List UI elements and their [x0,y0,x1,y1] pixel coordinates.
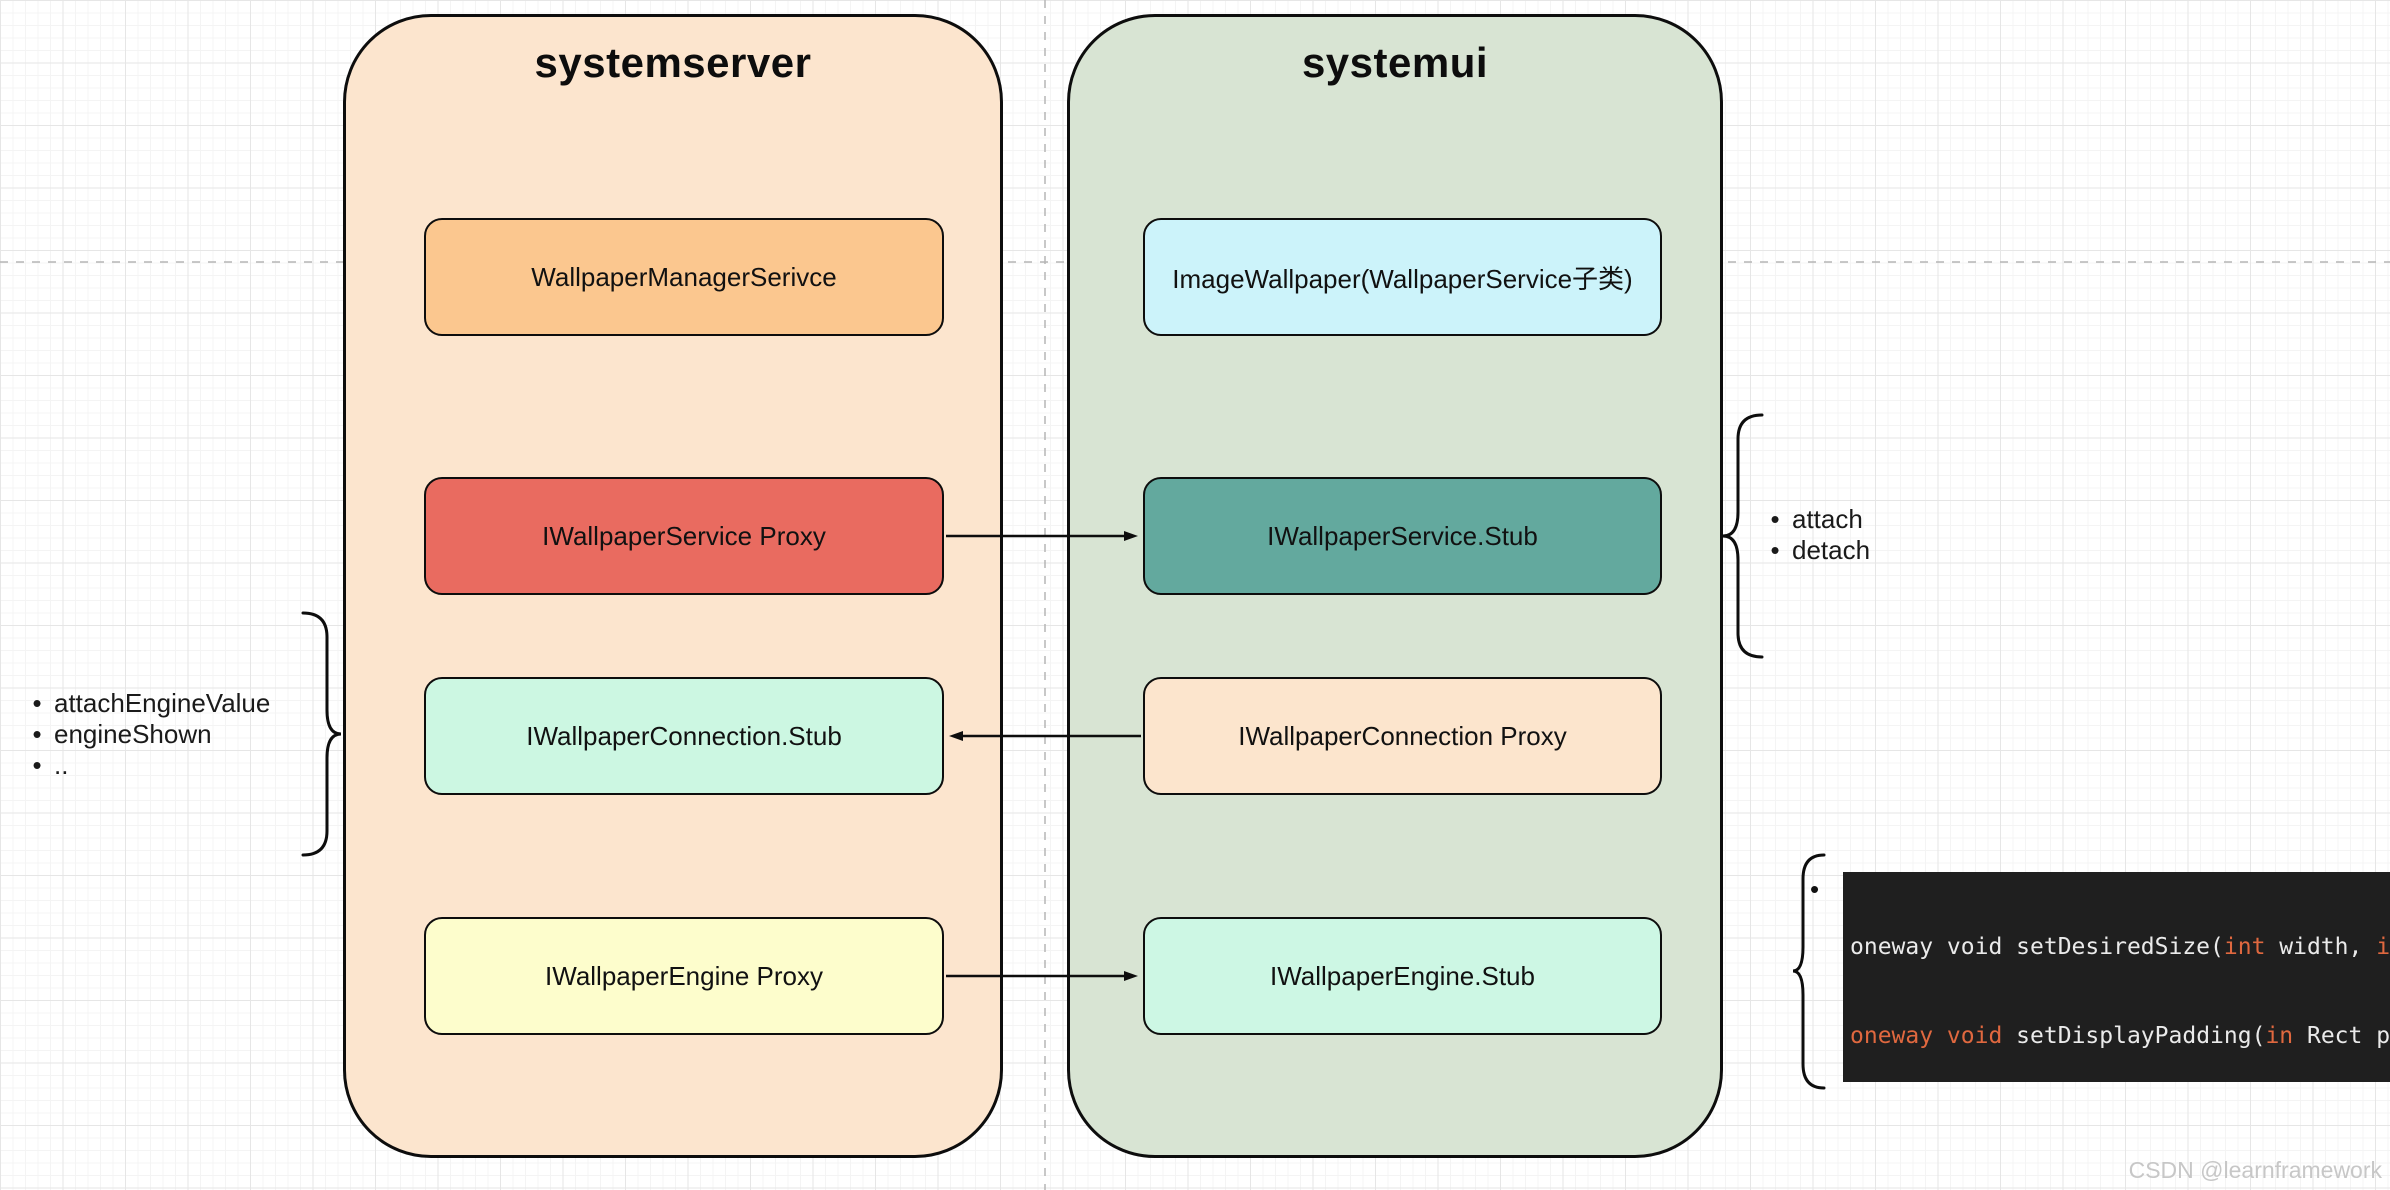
connection-methods-list: • attachEngineValue • engineShown • .. [20,688,300,781]
code-line: oneway void setDesiredSize(int width, in… [1850,934,2390,960]
csdn-watermark: CSDN @learnframework [2128,1157,2382,1183]
node-iwallpaperengine-proxy: IWallpaperEngine Proxy [424,917,944,1035]
node-label: ImageWallpaper(WallpaperService子类) [1172,263,1633,294]
node-label: IWallpaperConnection.Stub [526,720,842,751]
code-line: oneway void setDisplayPadding(in Rect p [1850,1022,2390,1049]
list-item-label: engineShown [54,719,212,749]
node-label: IWallpaperEngine Proxy [545,960,823,991]
node-iwallpaperconnection-proxy: IWallpaperConnection Proxy [1143,677,1662,795]
list-item: • attach [1758,504,1958,535]
bullet-icon: • [1810,874,1820,904]
node-label: IWallpaperService.Stub [1267,520,1538,551]
systemui-title: systemui [1301,39,1489,86]
node-iwallpaperservice-proxy: IWallpaperService Proxy [424,477,944,595]
engine-aidl-code-block: oneway void setDesiredSize(int width, in… [1843,872,2390,1082]
bullet-icon: • [32,750,42,780]
bullet-icon: • [32,688,42,718]
list-item-label: attach [1792,504,1863,534]
node-label: WallpaperManagerSerivce [531,261,837,292]
bullet-icon: • [1770,504,1780,534]
node-imagewallpaper: ImageWallpaper(WallpaperService子类) [1143,218,1662,336]
list-item: • detach [1758,535,1958,566]
systemserver-title: systemserver [534,39,812,86]
service-methods-list: • attach • detach [1758,504,1958,566]
list-item: • .. [20,750,300,781]
list-item-label: attachEngineValue [54,688,271,718]
list-item: • engineShown [20,719,300,750]
node-iwallpaperengine-stub: IWallpaperEngine.Stub [1143,917,1662,1035]
node-label: IWallpaperEngine.Stub [1270,960,1535,991]
list-item-label: .. [54,750,69,780]
list-item-label: detach [1792,535,1871,565]
bullet-icon: • [1770,535,1780,565]
node-label: IWallpaperService Proxy [542,520,826,551]
node-wallpapermanagerservice: WallpaperManagerSerivce [424,218,944,336]
node-iwallpaperconnection-stub: IWallpaperConnection.Stub [424,677,944,795]
bullet-icon: • [32,719,42,749]
node-iwallpaperservice-stub: IWallpaperService.Stub [1143,477,1662,595]
node-label: IWallpaperConnection Proxy [1238,720,1567,751]
list-item: • attachEngineValue [20,688,300,719]
